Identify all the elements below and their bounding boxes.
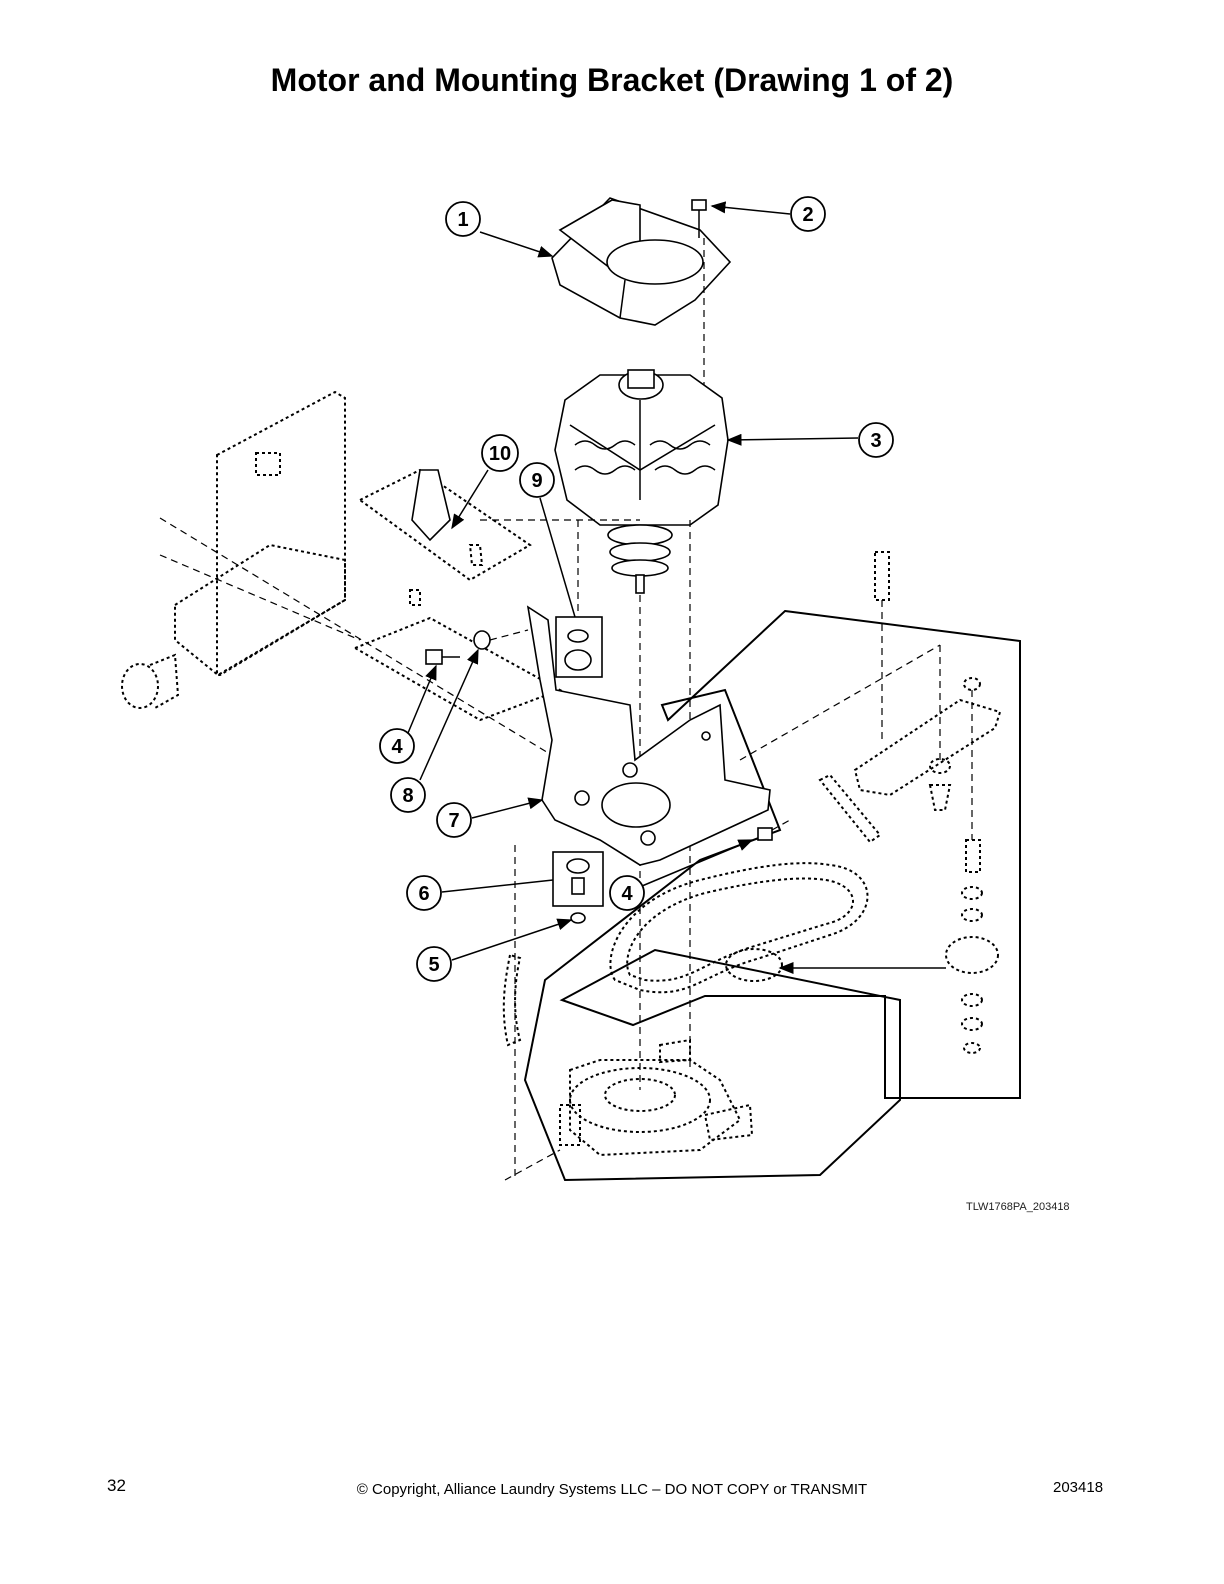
svg-text:6: 6	[418, 883, 429, 905]
drawing-reference: TLW1768PA_203418	[966, 1201, 1070, 1213]
callout-9: 9	[519, 462, 555, 498]
callout-1: 1	[445, 201, 481, 237]
svg-text:4: 4	[621, 883, 633, 905]
svg-text:3: 3	[870, 430, 881, 452]
bolt-part-right	[757, 819, 791, 841]
callout-4-right: 4	[609, 875, 645, 911]
motor-part	[554, 369, 729, 594]
leader-4a	[407, 664, 437, 734]
svg-text:10: 10	[489, 443, 511, 465]
grommet-part	[555, 616, 603, 678]
svg-text:2: 2	[802, 204, 813, 226]
svg-text:1: 1	[457, 209, 468, 231]
leader-2	[710, 201, 791, 215]
motor-mount-part	[552, 851, 604, 907]
leader-10	[451, 469, 489, 530]
leader-9	[539, 497, 576, 618]
document-number: 203418	[1053, 1479, 1104, 1496]
leader-5	[451, 918, 573, 961]
alignment-line	[504, 1149, 561, 1181]
svg-text:8: 8	[402, 785, 413, 807]
bolt-and-washer-part	[425, 629, 529, 665]
leader-3	[726, 433, 859, 446]
callout-2: 2	[790, 196, 826, 232]
svg-text:9: 9	[531, 470, 542, 492]
nut-part	[570, 912, 586, 924]
screw-part	[691, 199, 707, 400]
svg-text:7: 7	[448, 810, 459, 832]
callout-7: 7	[436, 802, 472, 838]
callout-4-left: 4	[379, 728, 415, 764]
callout-8: 8	[390, 777, 426, 813]
leader-8	[419, 648, 479, 781]
callout-6: 6	[406, 875, 442, 911]
phantom-linkage-stack	[739, 551, 1002, 1054]
leader-6	[441, 879, 554, 893]
callout-3: 3	[858, 422, 894, 458]
leader-7	[471, 797, 544, 819]
callout-10: 10	[481, 434, 519, 472]
leader-1	[479, 231, 554, 258]
motor-cover-part	[551, 197, 732, 326]
page-title: Motor and Mounting Bracket (Drawing 1 of…	[270, 62, 954, 98]
phantom-hose	[502, 953, 522, 1047]
page-number: 32	[107, 1476, 126, 1495]
svg-text:5: 5	[428, 954, 439, 976]
copyright-notice: © Copyright, Alliance Laundry Systems LL…	[356, 1481, 868, 1498]
callout-5: 5	[416, 946, 452, 982]
mounting-bracket-part	[526, 605, 771, 866]
washer-base-outline	[523, 609, 1021, 1182]
svg-text:4: 4	[391, 736, 403, 758]
leader-4b	[641, 839, 754, 887]
phantom-pump	[559, 1038, 754, 1157]
